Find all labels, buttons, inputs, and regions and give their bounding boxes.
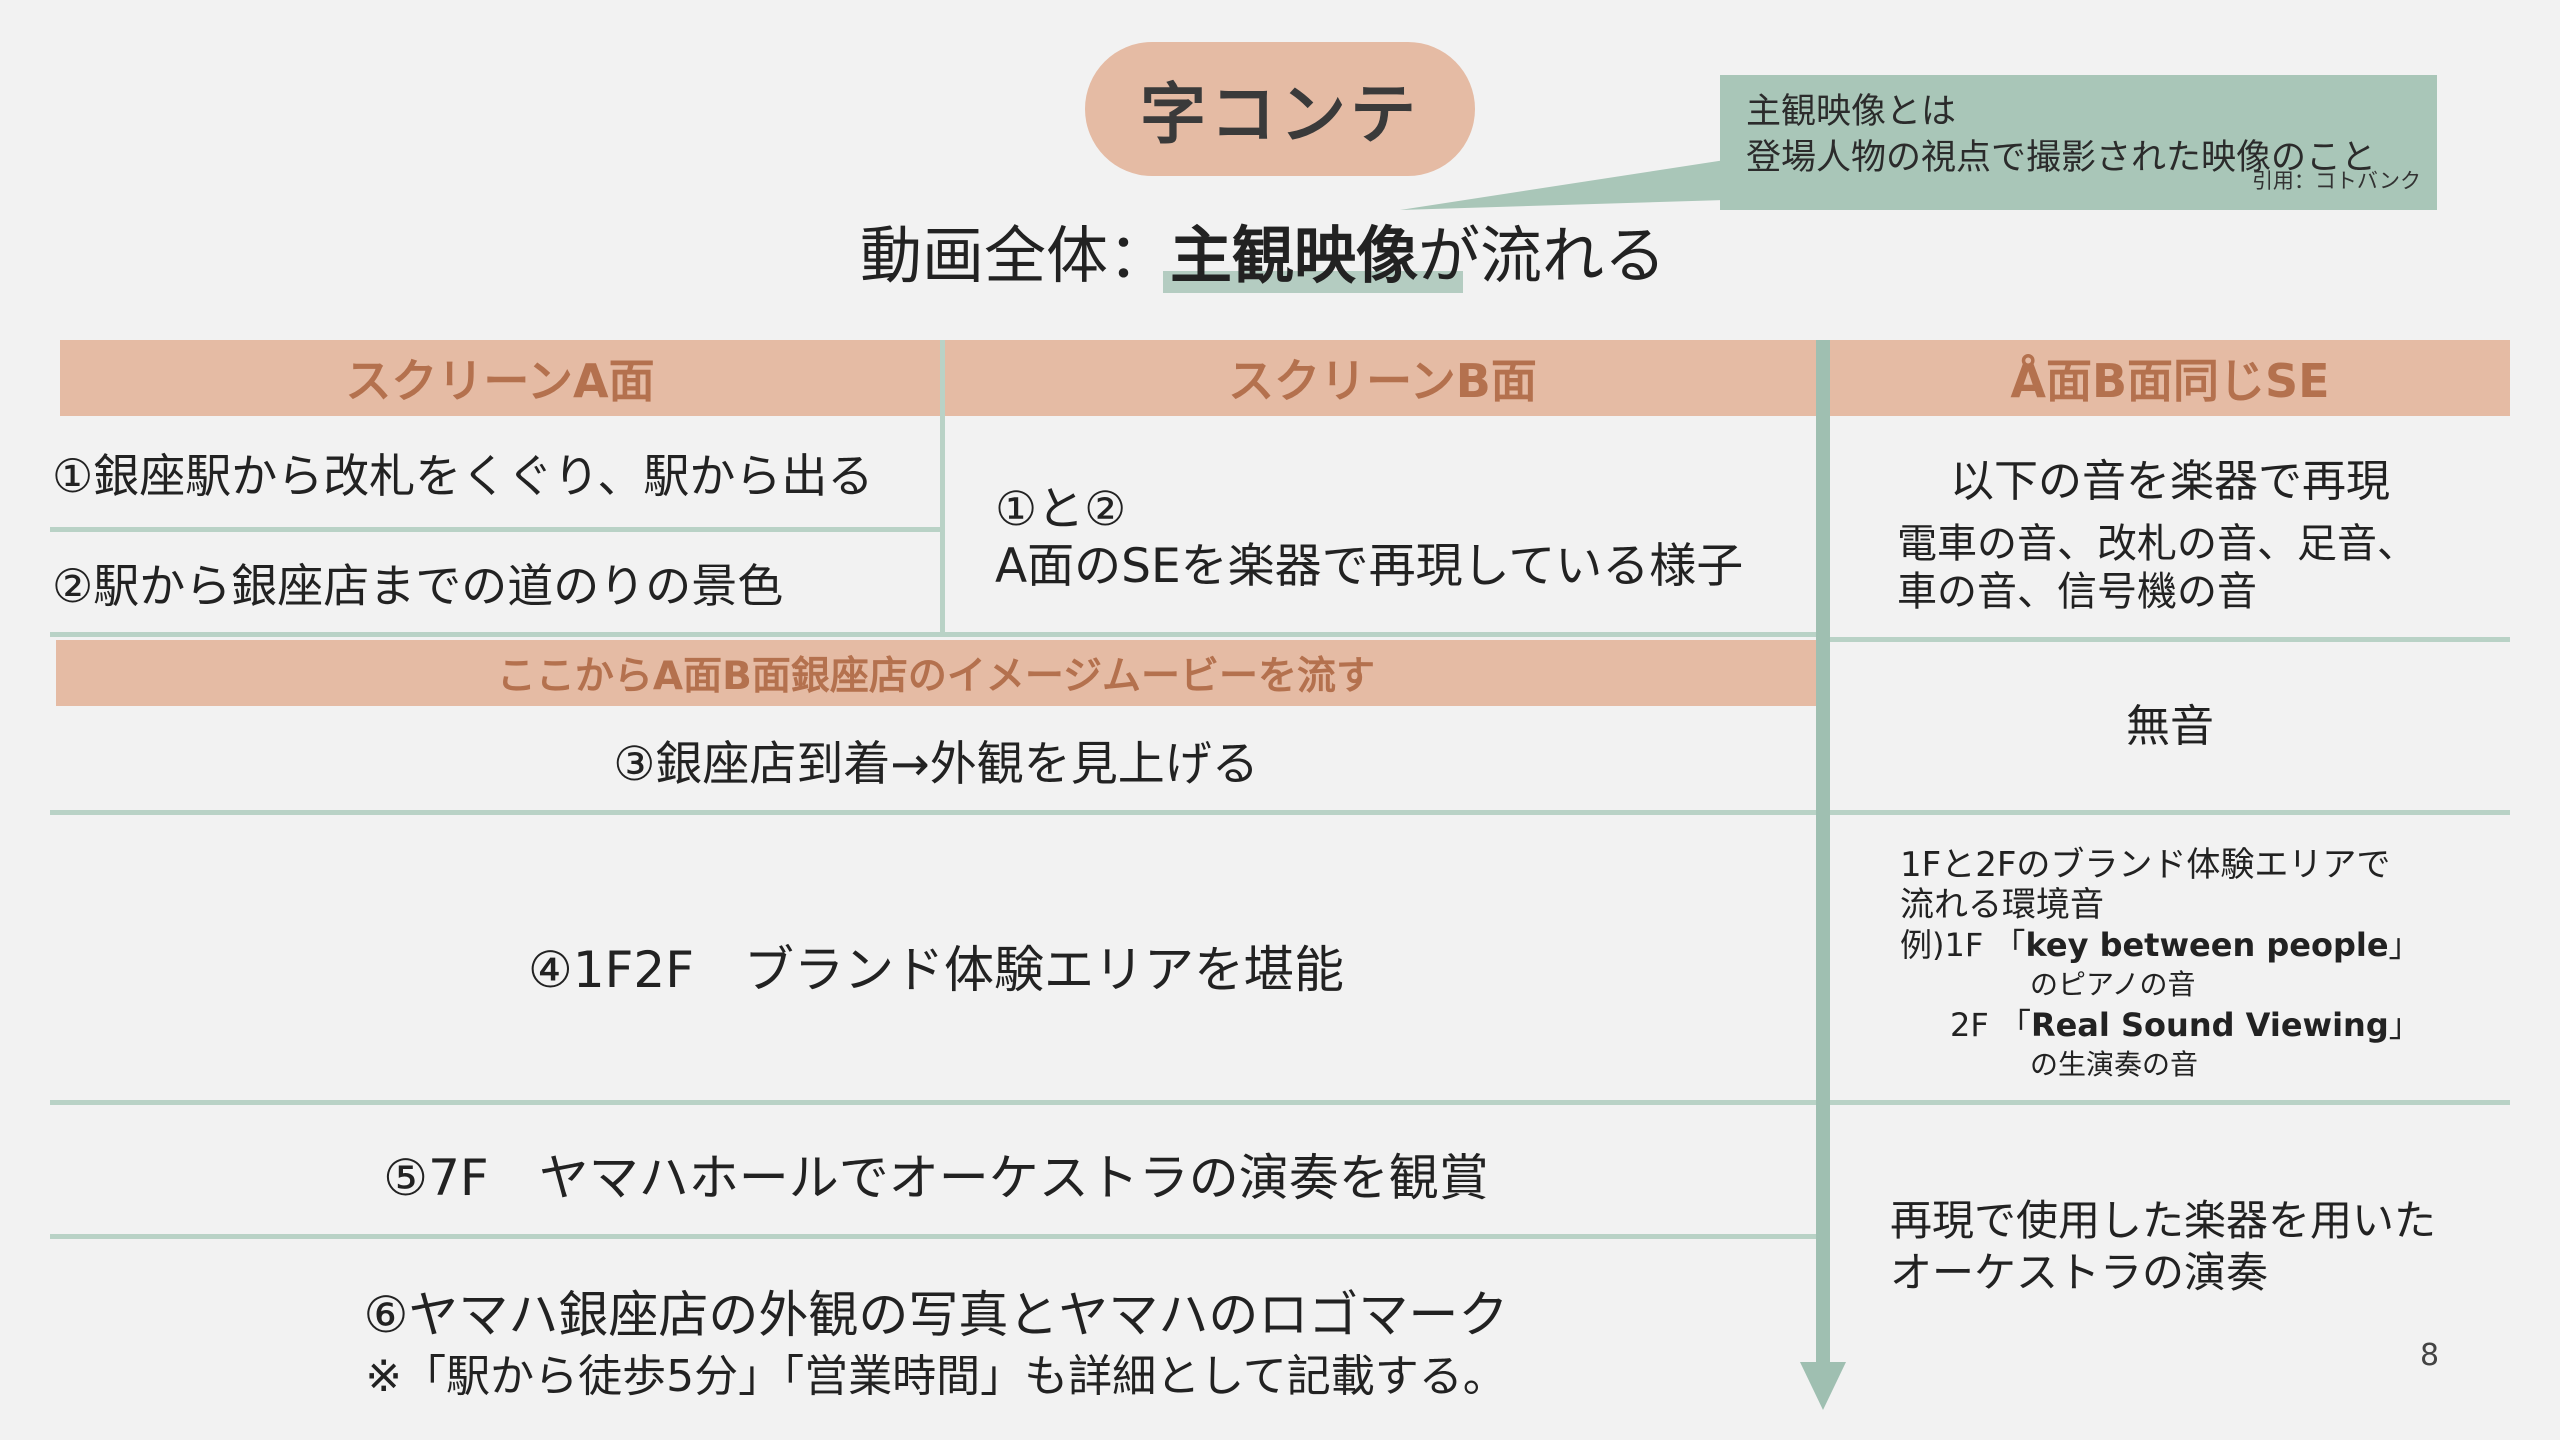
example-2-suffix: 」 (2388, 1006, 2421, 1044)
example-2-title: Real Sound Viewing (2030, 1006, 2389, 1044)
screen-b-line-1: ①と② (995, 482, 1127, 537)
page-title: 字コンテ (1085, 42, 1475, 176)
se-row2: 無音 (2126, 701, 2214, 752)
header-se: Å面B面同じSE (1830, 340, 2510, 416)
divider-row1 (50, 527, 940, 532)
divider-se-row1 (1830, 637, 2510, 642)
callout-line-1: 主観映像とは (1746, 92, 1957, 132)
callout-pointer (1400, 160, 1725, 210)
header-screen-a: スクリーンA面 (60, 340, 940, 416)
se-row3-example-2-note: の生演奏の音 (2030, 1048, 2199, 1081)
se-row3-example-1: 例)1F 「key between people」 (1900, 925, 2500, 965)
example-1-prefix: 例)1F 「 (1900, 926, 2026, 964)
row3-text: ③銀座店到着→外観を見上げる (613, 737, 1259, 792)
subtitle-highlight (1163, 271, 1463, 293)
example-2-prefix: 2F 「 (1950, 1006, 2031, 1044)
divider-row5 (50, 1234, 1820, 1239)
se-row3-line-2: 流れる環境音 (1900, 885, 2104, 925)
example-1-suffix: 」 (2388, 926, 2421, 964)
row1-screen-a: ①銀座駅から改札をくぐり、駅から出る (52, 449, 874, 503)
row5-text: ⑤7F ヤマハホールでオーケストラの演奏を観賞 (383, 1149, 1489, 1207)
se-row1-line-3: 車の音、信号機の音 (1897, 569, 2257, 615)
header-screen-b: スクリーンB面 (945, 340, 1820, 416)
movie-banner: ここからA面B面銀座店のイメージムービーを流す (56, 640, 1816, 706)
row2-screen-a: ②駅から銀座店までの道のりの景色 (52, 559, 784, 613)
timeline-arrow-shaft (1816, 340, 1830, 1370)
subtitle-emphasis: 主観映像 (1170, 219, 1419, 292)
example-1-title: key between people (2025, 926, 2389, 964)
divider-row2 (50, 632, 1820, 637)
callout-line-2: 登場人物の視点で撮影された映像のこと (1746, 138, 2377, 178)
subtitle-prefix: 動画全体： (860, 219, 1171, 292)
divider-row4 (50, 1100, 2510, 1105)
row6-line-2: ※「駅から徒歩5分」「営業時間」も詳細として記載する。 (365, 1351, 1507, 1402)
divider-row3 (50, 810, 2510, 815)
se-row4-line-1: 再現で使用した楽器を用いた (1890, 1196, 2437, 1245)
se-row1-heading: 以下の音を楽器で再現 (1950, 456, 2390, 507)
se-row4-line-2: オーケストラの演奏 (1890, 1248, 2269, 1297)
screen-b-line-2: A面のSEを楽器で再現している様子 (995, 539, 1744, 594)
subtitle: 動画全体：主観映像が流れる (860, 205, 1760, 295)
row6-line-1: ⑥ヤマハ銀座店の外観の写真とヤマハのロゴマーク (363, 1286, 1509, 1344)
divider-a-b (940, 340, 945, 635)
definition-callout: 主観映像とは 登場人物の視点で撮影された映像のこと 引用：コトバンク (1720, 75, 2437, 210)
se-row3: 1Fと2Fのブランド体験エリアで 流れる環境音 例)1F 「key betwee… (1900, 845, 2500, 1085)
page-number: 8 (2420, 1338, 2440, 1373)
subtitle-suffix: が流れる (1418, 219, 1667, 292)
callout-source: 引用：コトバンク (2251, 169, 2421, 193)
se-row3-example-1-note: のピアノの音 (2030, 968, 2196, 1001)
row4-text: ④1F2F ブランド体験エリアを堪能 (528, 941, 1344, 999)
se-row3-line-1: 1Fと2Fのブランド体験エリアで (1900, 845, 2391, 885)
arrow-down-icon (1800, 1362, 1846, 1410)
se-row1-line-2: 電車の音、改札の音、足音、 (1897, 521, 2417, 567)
se-row3-example-2: 2F 「Real Sound Viewing」 (1900, 1005, 2500, 1045)
